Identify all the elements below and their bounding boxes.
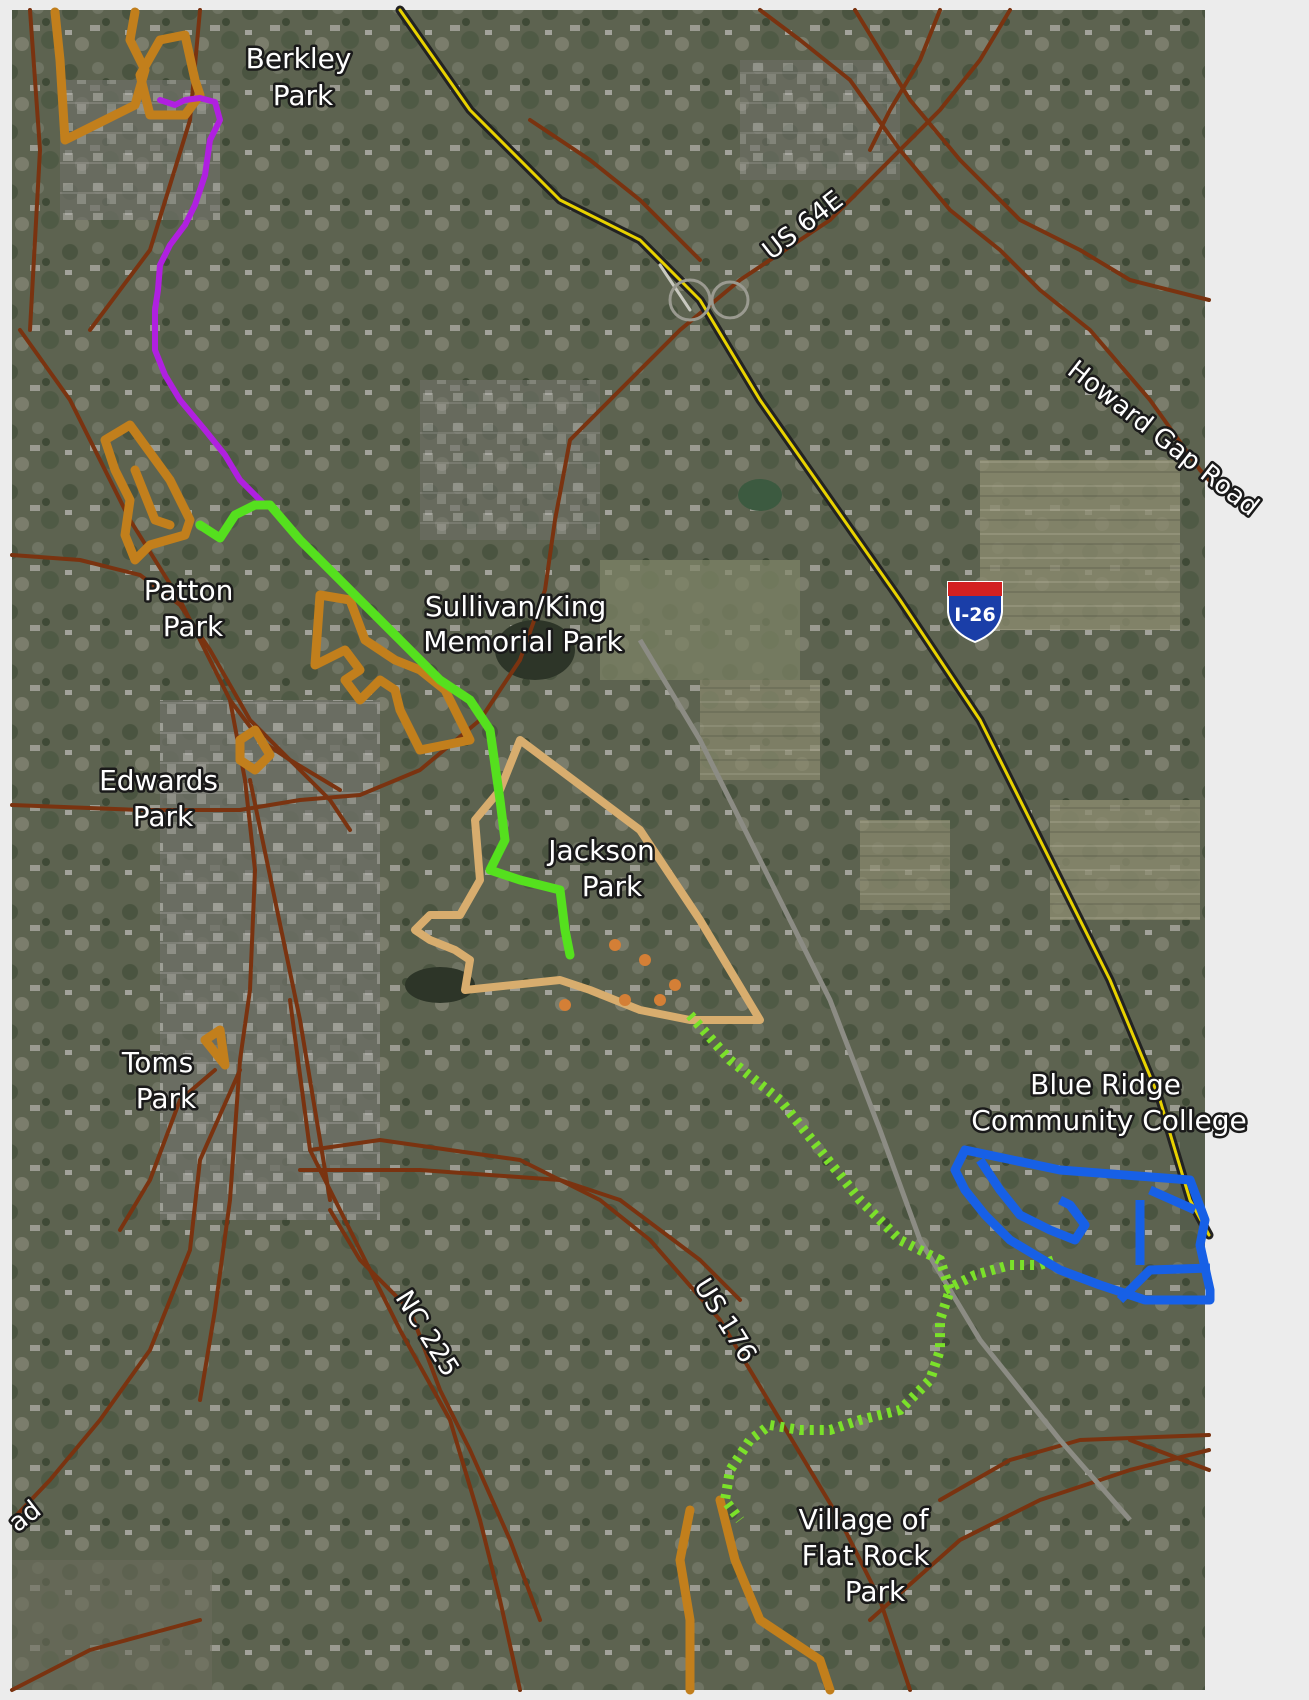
sullivan-king-park-boundary <box>310 590 475 755</box>
road-segment <box>528 118 702 262</box>
road-segment <box>10 8 1012 812</box>
road-segment <box>618 1198 742 1302</box>
park-label-flat-rock: Village of Flat Rock Park <box>799 1503 939 1608</box>
interstate-shield: I-26 <box>947 581 1003 644</box>
road-segment <box>308 1138 912 1692</box>
jackson-park-boundary <box>411 736 764 1024</box>
park-label-toms: Toms Park <box>121 1046 202 1115</box>
road-segment <box>228 698 352 832</box>
park-label-jackson: Jackson Park <box>546 834 663 903</box>
proposed-greenway <box>942 1255 1057 1295</box>
park-label-berkley: Berkley Park <box>246 42 361 112</box>
road-segment <box>10 1618 202 1692</box>
flat-rock-park-boundary <box>715 1495 835 1695</box>
road-segment <box>1128 1438 1211 1472</box>
interstate-highway <box>395 5 1214 1240</box>
flat-rock-park-boundary <box>675 1505 695 1695</box>
road-segment <box>28 8 42 332</box>
berkley-park-boundary <box>50 7 150 145</box>
edwards-park-boundary <box>235 725 275 775</box>
park-label-patton: Patton Park <box>144 574 243 643</box>
road-segment <box>938 1433 1211 1502</box>
road-network <box>10 8 1211 1692</box>
railroad-corridor <box>637 638 1132 1522</box>
existing-greenway <box>195 500 575 960</box>
aerial-imagery <box>12 10 1205 1690</box>
road-segment <box>868 8 942 152</box>
college-boundary <box>950 1145 1215 1305</box>
road-segment <box>758 8 1211 482</box>
park-boundaries <box>50 7 835 1695</box>
proposed-greenway <box>686 1011 956 1523</box>
road-segment <box>328 1208 542 1622</box>
interstate-shield-label: I-26 <box>954 604 995 626</box>
road-segment <box>118 1068 217 1232</box>
road-segment <box>10 1068 242 1522</box>
road-segment <box>298 1168 622 1202</box>
park-label-edwards: Edwards Park <box>99 764 227 833</box>
berkley-park-boundary <box>135 30 205 120</box>
ballfields <box>559 939 681 1011</box>
purple-trail <box>152 95 268 508</box>
road-segment <box>18 328 257 1402</box>
label-blue-ridge-community-college: Blue Ridge Community College <box>971 1068 1246 1137</box>
patton-park-boundary <box>100 420 195 565</box>
toms-park-boundary <box>200 1025 230 1070</box>
park-label-sullivan-king: Sullivan/King Memorial Park <box>423 590 623 658</box>
road-segment <box>868 1448 1211 1622</box>
patton-park-boundary <box>130 465 175 530</box>
road-segment <box>288 998 522 1692</box>
road-segment <box>853 8 1211 302</box>
